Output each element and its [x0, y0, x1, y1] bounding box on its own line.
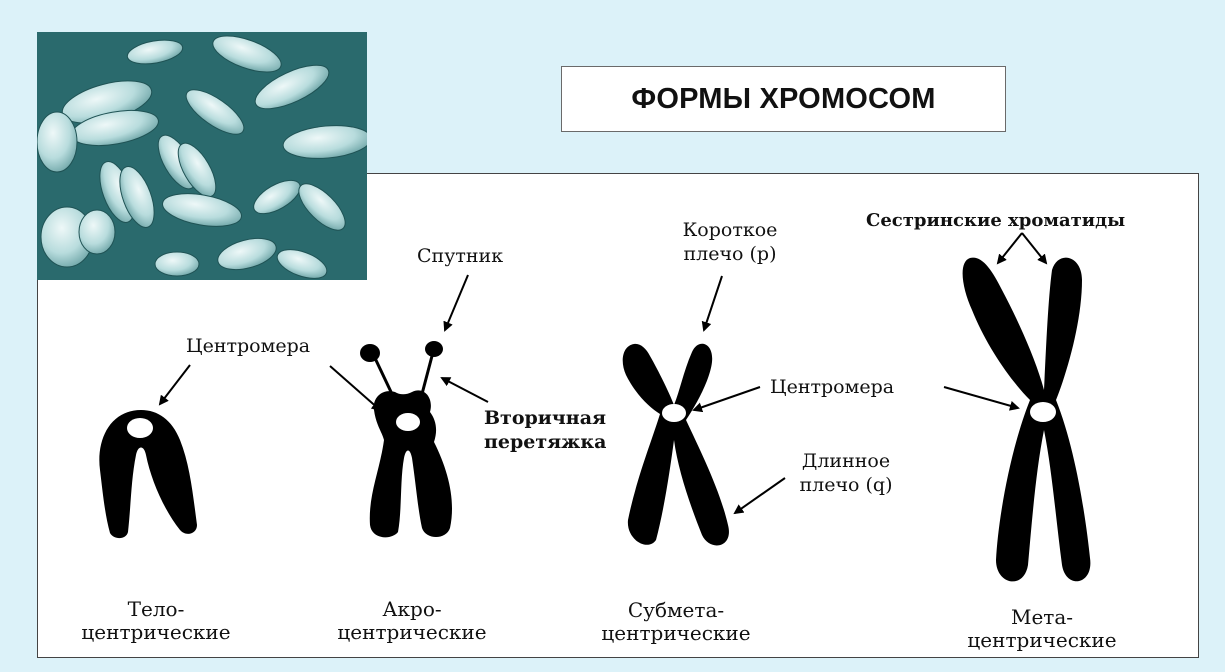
metacentric-chromosome — [963, 258, 1091, 582]
arrow-short-arm — [704, 276, 722, 330]
submetacentric-chromosome — [623, 344, 729, 546]
type-telocentric-line2: центрические — [76, 621, 236, 643]
label-secondary-constriction-1: Вторичная — [484, 407, 606, 429]
type-acrocentric-line2: центрические — [332, 621, 492, 643]
type-metacentric-line1: Мета- — [962, 606, 1122, 628]
label-long-arm-2: плечо (q) — [776, 474, 916, 496]
arrow-satellite — [445, 275, 468, 330]
telocentric-chromosome — [99, 410, 197, 538]
acrocentric-chromosome — [360, 341, 452, 537]
label-secondary-constriction-2: перетяжка — [484, 431, 606, 453]
arrow-sister-chromatid-right — [1022, 233, 1046, 263]
arrow-sister-chromatid-left — [998, 233, 1022, 263]
label-sister-chromatids: Сестринские хроматиды — [866, 210, 1125, 232]
type-metacentric-line2: центрические — [962, 629, 1122, 651]
arrow-secondary-constriction — [442, 378, 488, 402]
label-short-arm-2: плечо (p) — [670, 243, 790, 265]
type-acrocentric-line1: Акро- — [332, 598, 492, 620]
label-short-arm-1: Короткое — [670, 219, 790, 241]
label-long-arm-1: Длинное — [776, 450, 916, 472]
arrow-centromere-acro — [330, 366, 380, 410]
arrow-centromere-telo — [160, 365, 190, 404]
type-submetacentric-line2: центрические — [596, 622, 756, 644]
arrow-centromere-submeta — [694, 387, 760, 410]
label-centromere-left: Центромера — [186, 335, 310, 357]
type-telocentric-line1: Тело- — [76, 598, 236, 620]
type-submetacentric-line1: Субмета- — [596, 599, 756, 621]
label-satellite: Спутник — [417, 245, 503, 267]
arrow-centromere-meta — [944, 387, 1018, 408]
label-centromere-right: Центромера — [770, 376, 894, 398]
